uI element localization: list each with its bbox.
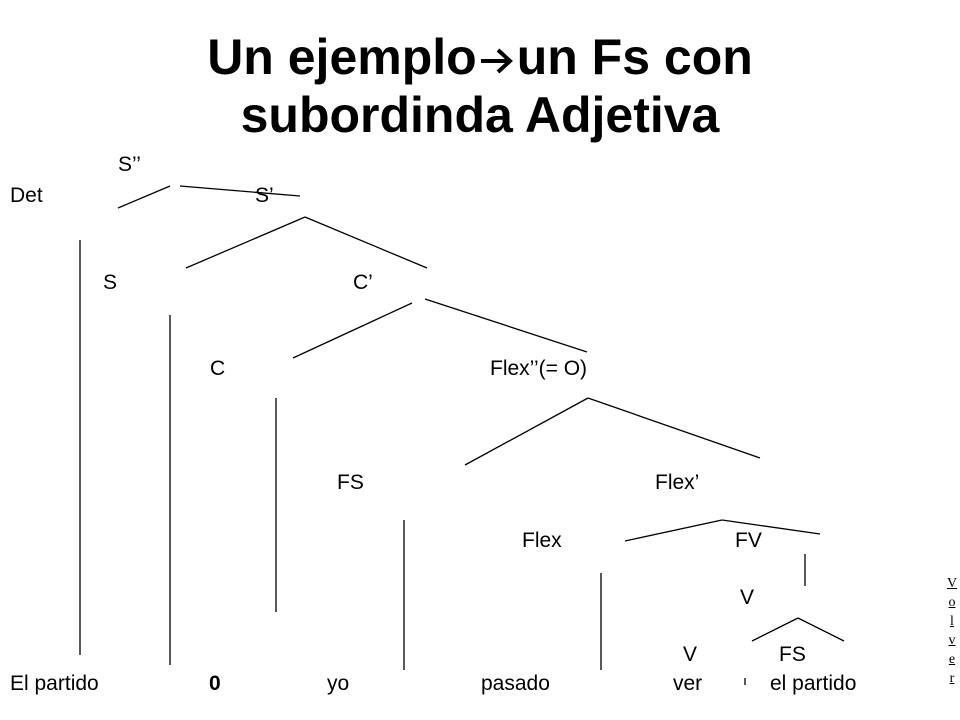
- volver-link[interactable]: V o l v e r: [944, 574, 960, 688]
- branch-s1-s: [185, 216, 306, 269]
- node-v-lower: V: [683, 643, 698, 666]
- node-det: Det: [10, 184, 43, 207]
- node-flex: Flex: [522, 529, 562, 552]
- title-text-start: Un ejemplo: [207, 29, 477, 85]
- volver-letter: e: [948, 652, 956, 667]
- node-s: S: [103, 271, 118, 294]
- title-line-1: Un ejemplo un Fs con: [0, 28, 960, 86]
- node-fv: FV: [735, 529, 762, 552]
- branch-flex2-flex1: [587, 397, 761, 459]
- title-line-2: subordinda Adjetiva: [240, 87, 720, 143]
- volver-letter: r: [949, 671, 955, 686]
- word-el-partido-object: el partido: [770, 672, 857, 695]
- node-flex-double-prime: Flex’’(= O): [490, 357, 588, 380]
- branch-v-fs: [751, 617, 799, 642]
- branch-c1-flex2: [424, 298, 588, 353]
- volver-letter: l: [950, 614, 954, 629]
- branch-s1-c1: [304, 216, 428, 269]
- branch-flex1-fv: [721, 519, 821, 535]
- node-c: C: [210, 357, 226, 380]
- word-ver: ver: [673, 672, 703, 695]
- title-text-end: un Fs con: [516, 29, 753, 85]
- branch-s2-det: [117, 185, 171, 209]
- word-pasado: pasado: [481, 672, 550, 695]
- volver-letter: v: [948, 633, 956, 648]
- branch-c1-c: [292, 302, 413, 359]
- volver-letter: V: [946, 576, 958, 591]
- branch-flex1-flex: [624, 519, 723, 542]
- node-c-prime: C’: [353, 271, 373, 294]
- volver-letter: o: [948, 595, 956, 610]
- node-fs-lower: FS: [779, 643, 806, 666]
- node-s-prime: S’: [255, 184, 274, 207]
- branch-s2-s1: [179, 185, 301, 197]
- branch-flex2-fs: [464, 397, 589, 466]
- node-flex-prime: Flex’: [655, 471, 700, 494]
- node-s-double-prime: S’’: [118, 153, 141, 176]
- word-zero: 0: [209, 672, 221, 695]
- node-fs: FS: [337, 471, 364, 494]
- slide-title: Un ejemplo un Fs con subordinda Adjetiva: [0, 28, 960, 144]
- word-yo: yo: [327, 672, 350, 695]
- node-v-upper: V: [740, 586, 755, 609]
- right-arrow-icon: [480, 48, 513, 74]
- word-el-partido: El partido: [10, 672, 99, 695]
- branch-v-fs-right: [797, 617, 845, 642]
